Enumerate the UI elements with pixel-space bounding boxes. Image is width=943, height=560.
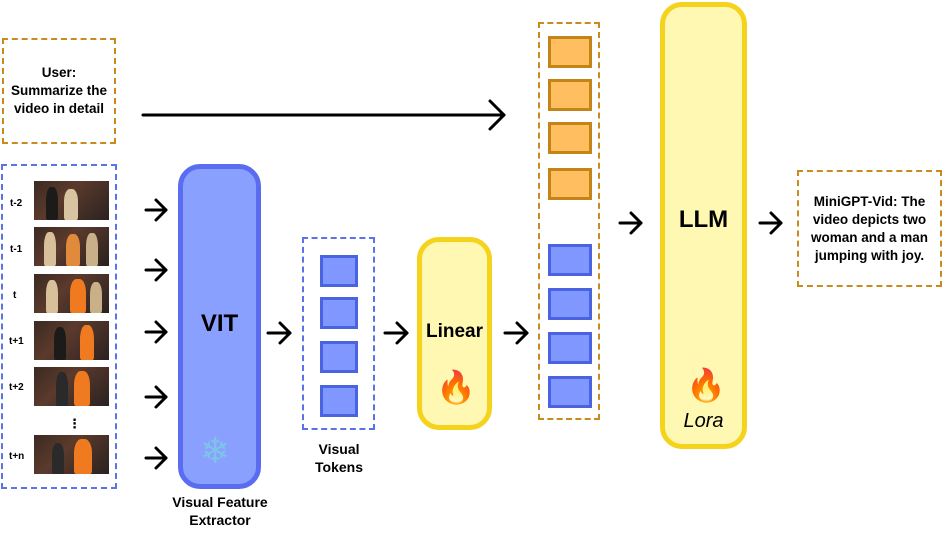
arrow-icon — [503, 321, 529, 345]
frame-label: t-1 — [10, 244, 23, 255]
video-frames-box: t-2 t-1 t t+1 t+2 ⋮ t+n — [1, 164, 117, 489]
llm-block: LLM — [660, 2, 747, 449]
visual-token — [320, 385, 358, 417]
tokens-caption: Visual Tokens — [298, 440, 380, 476]
fire-icon: 🔥 — [686, 367, 726, 403]
output-box: MiniGPT-Vid: The video depicts two woman… — [797, 170, 942, 287]
frame-label: t-2 — [10, 198, 23, 209]
video-frame — [34, 274, 109, 313]
video-frame — [34, 367, 109, 406]
visual-token — [548, 332, 592, 364]
video-frame — [34, 227, 109, 266]
frame-label: t+1 — [9, 336, 24, 347]
concatenated-tokens-box — [538, 22, 600, 420]
vit-caption-line: Visual Feature — [172, 494, 268, 510]
vit-block: VIT — [178, 164, 261, 489]
arrow-icon — [144, 385, 168, 409]
frame-label: t — [13, 290, 17, 301]
video-frame — [34, 435, 109, 474]
arrow-icon — [383, 321, 409, 345]
arrow-icon — [618, 211, 643, 235]
arrow-icon — [144, 198, 168, 222]
arrow-icon — [141, 99, 506, 131]
frame-label: t+n — [9, 451, 25, 462]
text-token — [548, 168, 592, 200]
snowflake-icon: ❄ — [200, 430, 231, 471]
linear-label: Linear — [425, 320, 484, 342]
text-token — [548, 122, 592, 154]
frame-label: t+2 — [9, 382, 24, 393]
text-token — [548, 79, 592, 111]
tokens-caption-line: Visual — [318, 441, 360, 457]
vit-caption-line: Extractor — [189, 512, 251, 528]
visual-tokens-box — [302, 237, 375, 430]
video-frame — [34, 321, 109, 360]
arrow-icon — [144, 320, 168, 344]
visual-token — [320, 297, 358, 329]
tokens-caption-line: Tokens — [315, 459, 363, 475]
visual-token — [320, 341, 358, 373]
text-token — [548, 36, 592, 68]
user-prompt-text: Summarize the video in detail — [10, 83, 108, 116]
fire-icon: 🔥 — [436, 369, 476, 405]
visual-token — [320, 255, 358, 287]
arrow-icon — [144, 446, 168, 470]
video-frame — [34, 181, 109, 220]
user-label: User: — [41, 65, 77, 80]
vit-label: VIT — [200, 309, 239, 337]
lora-label: Lora — [683, 410, 724, 432]
user-prompt-box: User: Summarize the video in detail — [2, 38, 116, 144]
linear-block: Linear — [417, 237, 492, 430]
output-text: MiniGPT-Vid: The video depicts two woman… — [810, 193, 929, 263]
llm-label: LLM — [678, 205, 729, 233]
arrow-icon — [758, 211, 783, 235]
visual-token — [548, 288, 592, 320]
arrow-icon — [266, 321, 292, 345]
visual-token — [548, 376, 592, 408]
visual-token — [548, 244, 592, 276]
vit-caption: Visual Feature Extractor — [160, 493, 280, 529]
arrow-icon — [144, 258, 168, 282]
